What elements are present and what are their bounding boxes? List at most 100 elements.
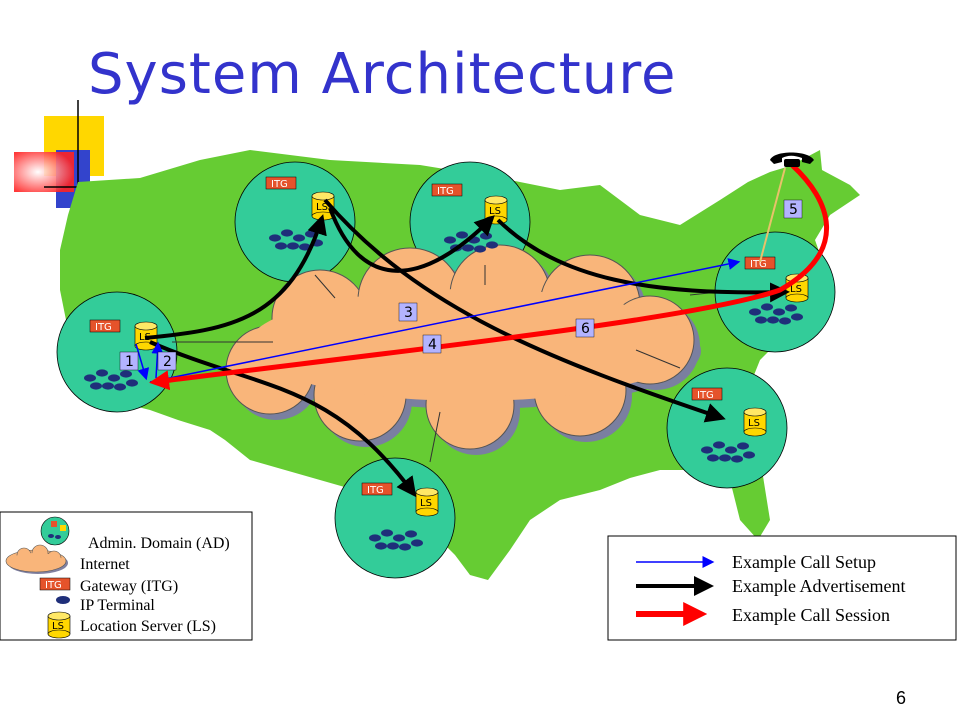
advertisement-arrow: [149, 340, 417, 498]
ip-terminal: [387, 542, 399, 550]
legend-domain-icon: [40, 516, 70, 546]
ip-terminal: [743, 451, 755, 459]
ip-terminal: [737, 442, 749, 450]
advertisement-arrows: [144, 198, 790, 498]
domain-southeast: [666, 367, 788, 489]
itg-node: ITG: [89, 319, 121, 333]
svg-text:3: 3: [404, 305, 413, 321]
ip-terminal: [405, 530, 417, 538]
svg-text:ITG: ITG: [697, 390, 714, 401]
domain-south: [334, 457, 456, 579]
ip-terminal: [749, 308, 761, 316]
ls-node: LS: [415, 487, 439, 517]
ip-terminal: [719, 454, 731, 462]
step-label: 4: [422, 334, 442, 354]
itg-node: ITG: [691, 387, 723, 401]
ip-terminal: [779, 317, 791, 325]
svg-text:Gateway (ITG): Gateway (ITG): [80, 578, 178, 595]
ip-terminal: [462, 244, 474, 252]
ip-terminal: [456, 231, 468, 239]
svg-text:LS: LS: [489, 206, 501, 217]
itg-node: ITG: [744, 256, 776, 270]
svg-text:1: 1: [125, 354, 134, 370]
svg-text:ITG: ITG: [750, 259, 767, 270]
svg-text:6: 6: [581, 321, 590, 337]
svg-text:ITG: ITG: [271, 179, 288, 190]
svg-text:ITG: ITG: [367, 485, 384, 496]
call-setup-arrow: [135, 343, 150, 381]
svg-text:Example Call Setup: Example Call Setup: [732, 552, 876, 572]
ip-terminal: [281, 229, 293, 237]
ip-terminal: [126, 379, 138, 387]
ip-terminal: [767, 316, 779, 324]
step-label: 6: [575, 318, 595, 338]
ip-terminal: [399, 543, 411, 551]
ip-terminal: [731, 455, 743, 463]
svg-text:2: 2: [163, 354, 172, 370]
ip-terminal: [102, 382, 114, 390]
itg-node: ITG: [265, 176, 297, 190]
legend-terminal-icon: [56, 596, 70, 604]
ip-terminal: [287, 242, 299, 250]
slide-title: System Architecture: [88, 42, 677, 107]
itg-node: ITG: [361, 482, 393, 496]
svg-text:LS: LS: [748, 418, 760, 429]
ip-terminal: [791, 313, 803, 321]
itg-nodes: ITG ITG ITG ITG ITG ITG: [89, 176, 776, 496]
svg-text:Example Call Session: Example Call Session: [732, 605, 890, 625]
ip-terminal: [755, 316, 767, 324]
advertisement-arrow: [144, 214, 327, 340]
ip-terminal: [375, 542, 387, 550]
step-label: 5: [783, 199, 803, 219]
ip-terminal: [299, 243, 311, 251]
ip-terminal: [444, 236, 456, 244]
ip-terminal: [90, 382, 102, 390]
svg-text:LS: LS: [316, 202, 328, 213]
ls-node: LS: [743, 407, 767, 437]
advertisement-arrow: [328, 207, 495, 273]
svg-text:IP Terminal: IP Terminal: [80, 597, 155, 614]
ip-terminal: [785, 304, 797, 312]
ip-terminal: [713, 441, 725, 449]
step-label: 1: [119, 351, 139, 371]
ip-terminal: [707, 454, 719, 462]
step-label: 3: [398, 302, 418, 322]
ip-terminal: [269, 234, 281, 242]
arrow-legend: Example Call Setup Example Advertisement…: [607, 535, 957, 641]
svg-text:Admin. Domain (AD): Admin. Domain (AD): [88, 535, 230, 552]
ip-terminal: [480, 232, 492, 240]
itg-node: ITG: [431, 183, 463, 197]
step-label: 2: [157, 351, 177, 371]
svg-text:Location Server (LS): Location Server (LS): [80, 618, 216, 635]
telephone-icon: [770, 152, 814, 167]
call-session-arrow: [149, 163, 829, 391]
page-number: 6: [895, 688, 906, 708]
svg-text:Example Advertisement: Example Advertisement: [732, 576, 905, 596]
legend-ls-icon: LS: [47, 611, 71, 639]
ip-terminal: [84, 374, 96, 382]
step-labels: 1 2 3 4 5 6: [119, 199, 803, 371]
svg-text:Internet: Internet: [80, 556, 130, 573]
ip-terminal: [293, 234, 305, 242]
ip-terminal: [393, 534, 405, 542]
svg-text:5: 5: [789, 202, 798, 218]
svg-text:LS: LS: [420, 498, 432, 509]
ip-terminal: [411, 539, 423, 547]
advertisement-arrow: [496, 218, 790, 303]
ip-terminal: [96, 369, 108, 377]
ip-terminal: [381, 529, 393, 537]
ip-terminal: [120, 370, 132, 378]
svg-text:LS: LS: [790, 284, 802, 295]
ip-terminal: [761, 303, 773, 311]
phone-link: [759, 167, 786, 263]
svg-text:ITG: ITG: [437, 186, 454, 197]
ip-terminal: [725, 446, 737, 454]
ip-terminal: [369, 534, 381, 542]
ip-terminal: [474, 245, 486, 253]
ip-terminal: [114, 383, 126, 391]
cloud-links: [172, 265, 719, 463]
ip-terminal: [108, 374, 120, 382]
svg-text:ITG: ITG: [95, 322, 112, 333]
ip-terminal: [701, 446, 713, 454]
